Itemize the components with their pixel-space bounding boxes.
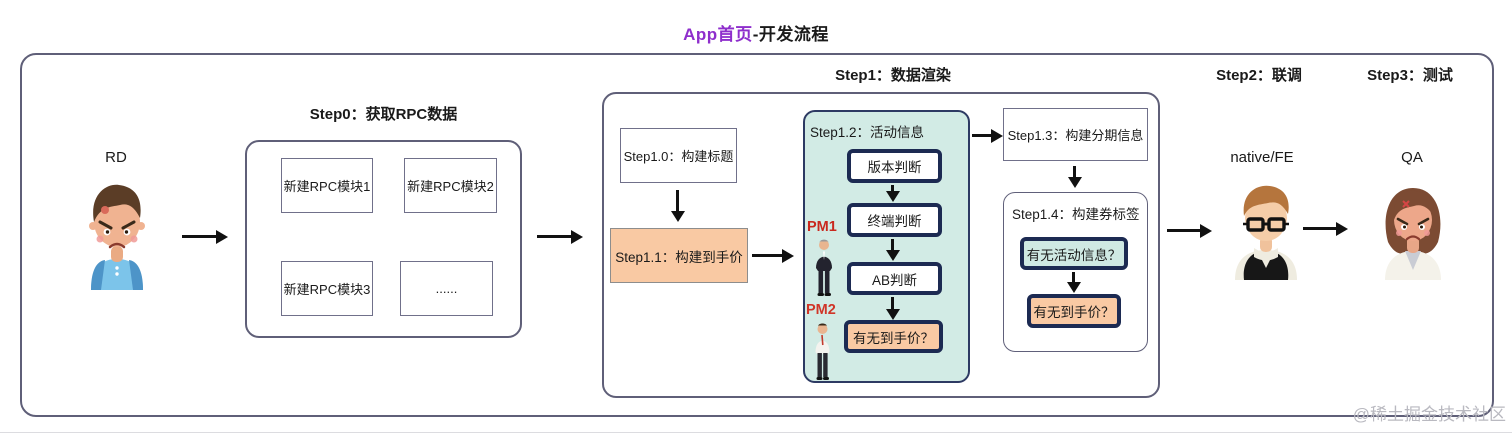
native-fe-developer-illustration (1235, 185, 1297, 280)
arrow-step1-to-native-fe (1167, 229, 1200, 232)
rpc-module-2-box: 新建RPC模块2 (404, 158, 497, 213)
rpc-module-1-box: 新建RPC模块1 (281, 158, 373, 213)
pm1-label: PM1 (807, 219, 837, 235)
step1-0-build-title-box: Step1.0：构建标题 (620, 128, 737, 183)
qa-actor-label: QA (1401, 149, 1423, 166)
step1-4-coupon-container (1003, 192, 1148, 352)
watermark: @稀土掘金技术社区 (1352, 405, 1506, 424)
qa-angry-woman-illustration (1385, 188, 1441, 280)
step0-container (245, 140, 522, 338)
step1-2-title: Step1.2：活动信息 (810, 125, 925, 140)
diagram-outer-frame (20, 53, 1494, 417)
version-check-node: 版本判断 (847, 149, 942, 183)
rpc-module-ellipsis-box: ...... (400, 261, 493, 316)
step1-1-build-price-box: Step1.1：构建到手价 (610, 228, 748, 283)
arrow-terminal-to-ab (891, 239, 894, 250)
pm1-businessman-illustration (816, 239, 832, 296)
has-activity-node: 有无活动信息？ (1020, 237, 1128, 270)
page-title: App首页-开发流程 (0, 20, 1512, 45)
arrow-activity-to-price (1072, 272, 1075, 282)
arrow-native-fe-to-qa (1303, 227, 1336, 230)
step0-header: Step0：获取RPC数据 (309, 106, 458, 123)
arrow-step1-3-down (1073, 166, 1076, 177)
rd-actor-label: RD (105, 149, 127, 166)
arrow-step1-1-to-step1-2 (752, 254, 782, 257)
pm2-label: PM2 (806, 302, 836, 318)
arrow-step1-2-to-step1-3 (972, 134, 991, 137)
rpc-module-3-box: 新建RPC模块3 (281, 261, 373, 316)
arrow-step0-to-step1 (537, 235, 571, 238)
step1-header: Step1：数据渲染 (835, 67, 951, 84)
has-price-node-2: 有无到手价？ (1027, 294, 1121, 328)
ab-check-node: AB判断 (847, 262, 942, 295)
has-price-node: 有无到手价？ (844, 320, 943, 353)
step3-header: Step3：测试 (1367, 67, 1453, 84)
native-fe-actor-label: native/FE (1230, 149, 1294, 166)
arrow-rd-to-step0 (182, 235, 216, 238)
step1-3-installment-box: Step1.3：构建分期信息 (1003, 108, 1148, 161)
step2-header: Step2：联调 (1216, 67, 1302, 84)
bottom-divider (0, 432, 1512, 433)
rd-angry-man-illustration (89, 184, 145, 290)
step1-4-title: Step1.4：构建券标签 (1012, 207, 1140, 222)
pm2-person-illustration (815, 323, 830, 380)
arrow-ab-to-price (891, 297, 894, 309)
page-title-highlight: App首页 (683, 25, 753, 44)
step1-container (602, 92, 1160, 398)
terminal-check-node: 终端判断 (847, 203, 942, 237)
page-title-rest: -开发流程 (752, 25, 829, 44)
arrow-version-to-terminal (891, 185, 894, 191)
arrow-step1-0-down (676, 190, 679, 211)
